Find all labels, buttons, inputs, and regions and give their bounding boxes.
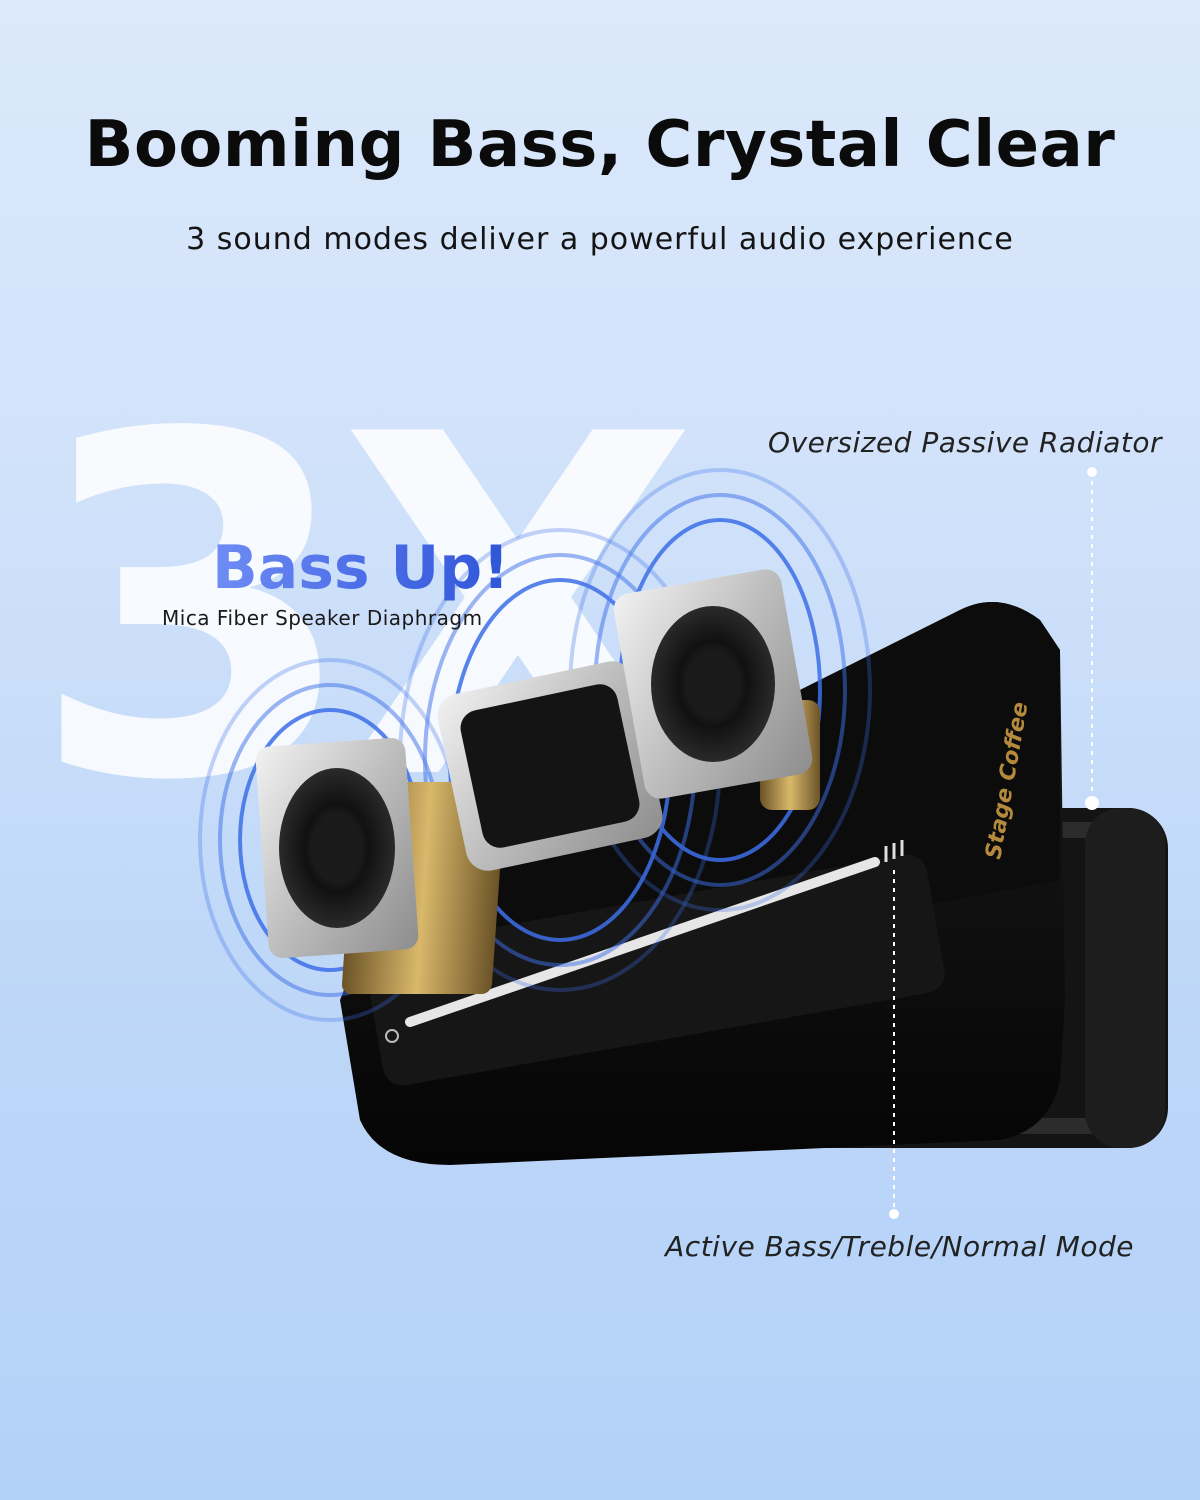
callout-passive-radiator: Oversized Passive Radiator <box>768 426 1162 459</box>
callout-line-passive-radiator <box>1085 467 1099 810</box>
led-light-bar <box>405 857 880 1027</box>
bass-up-subtitle: Mica Fiber Speaker Diaphragm <box>162 606 483 630</box>
bass-up-badge: Bass Up! <box>212 533 510 603</box>
speaker-driver-center <box>437 661 663 871</box>
sound-mode-icon <box>884 840 904 862</box>
speaker-driver-right <box>613 569 820 810</box>
callout-sound-modes: Active Bass/Treble/Normal Mode <box>665 1230 1134 1263</box>
callout-line-sound-modes <box>889 870 899 1219</box>
bluetooth-icon <box>385 1029 399 1043</box>
speaker-driver-left <box>255 737 506 994</box>
page-headline: Booming Bass, Crystal Clear <box>84 108 1116 182</box>
page-subheadline: 3 sound modes deliver a powerful audio e… <box>186 222 1014 257</box>
